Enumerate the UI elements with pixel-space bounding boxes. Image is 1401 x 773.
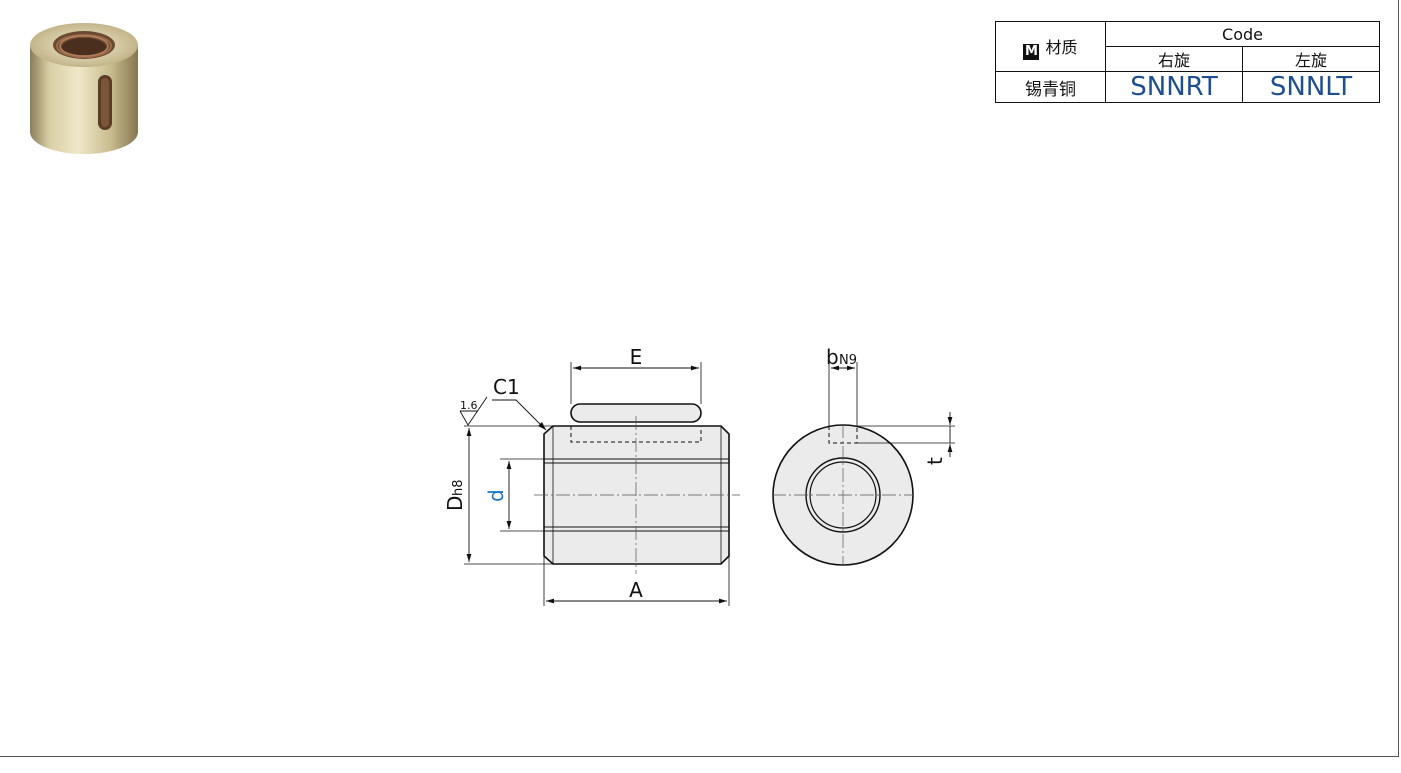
right-hand-code[interactable]: SNNRT [1105,71,1243,103]
material-badge-icon: M [1023,43,1040,60]
label-t: t [923,457,947,465]
material-value: 锡青铜 [995,71,1106,103]
material-header: 材质 [1045,37,1078,57]
label-C1: C1 [493,375,520,399]
label-b-sub: N9 [839,353,857,368]
label-D: D [443,496,467,511]
label-d: d [484,489,508,502]
left-hand-label: 左旋 [1242,46,1380,72]
label-roughness: 1.6 [460,399,478,412]
label-D-sub: h8 [451,479,466,496]
label-E: E [630,345,643,369]
page-frame [0,0,1399,757]
code-header: Code [1105,21,1380,47]
label-b: b [826,345,839,369]
left-hand-code[interactable]: SNNLT [1242,71,1380,103]
label-A: A [629,578,643,602]
product-photo [30,23,138,154]
